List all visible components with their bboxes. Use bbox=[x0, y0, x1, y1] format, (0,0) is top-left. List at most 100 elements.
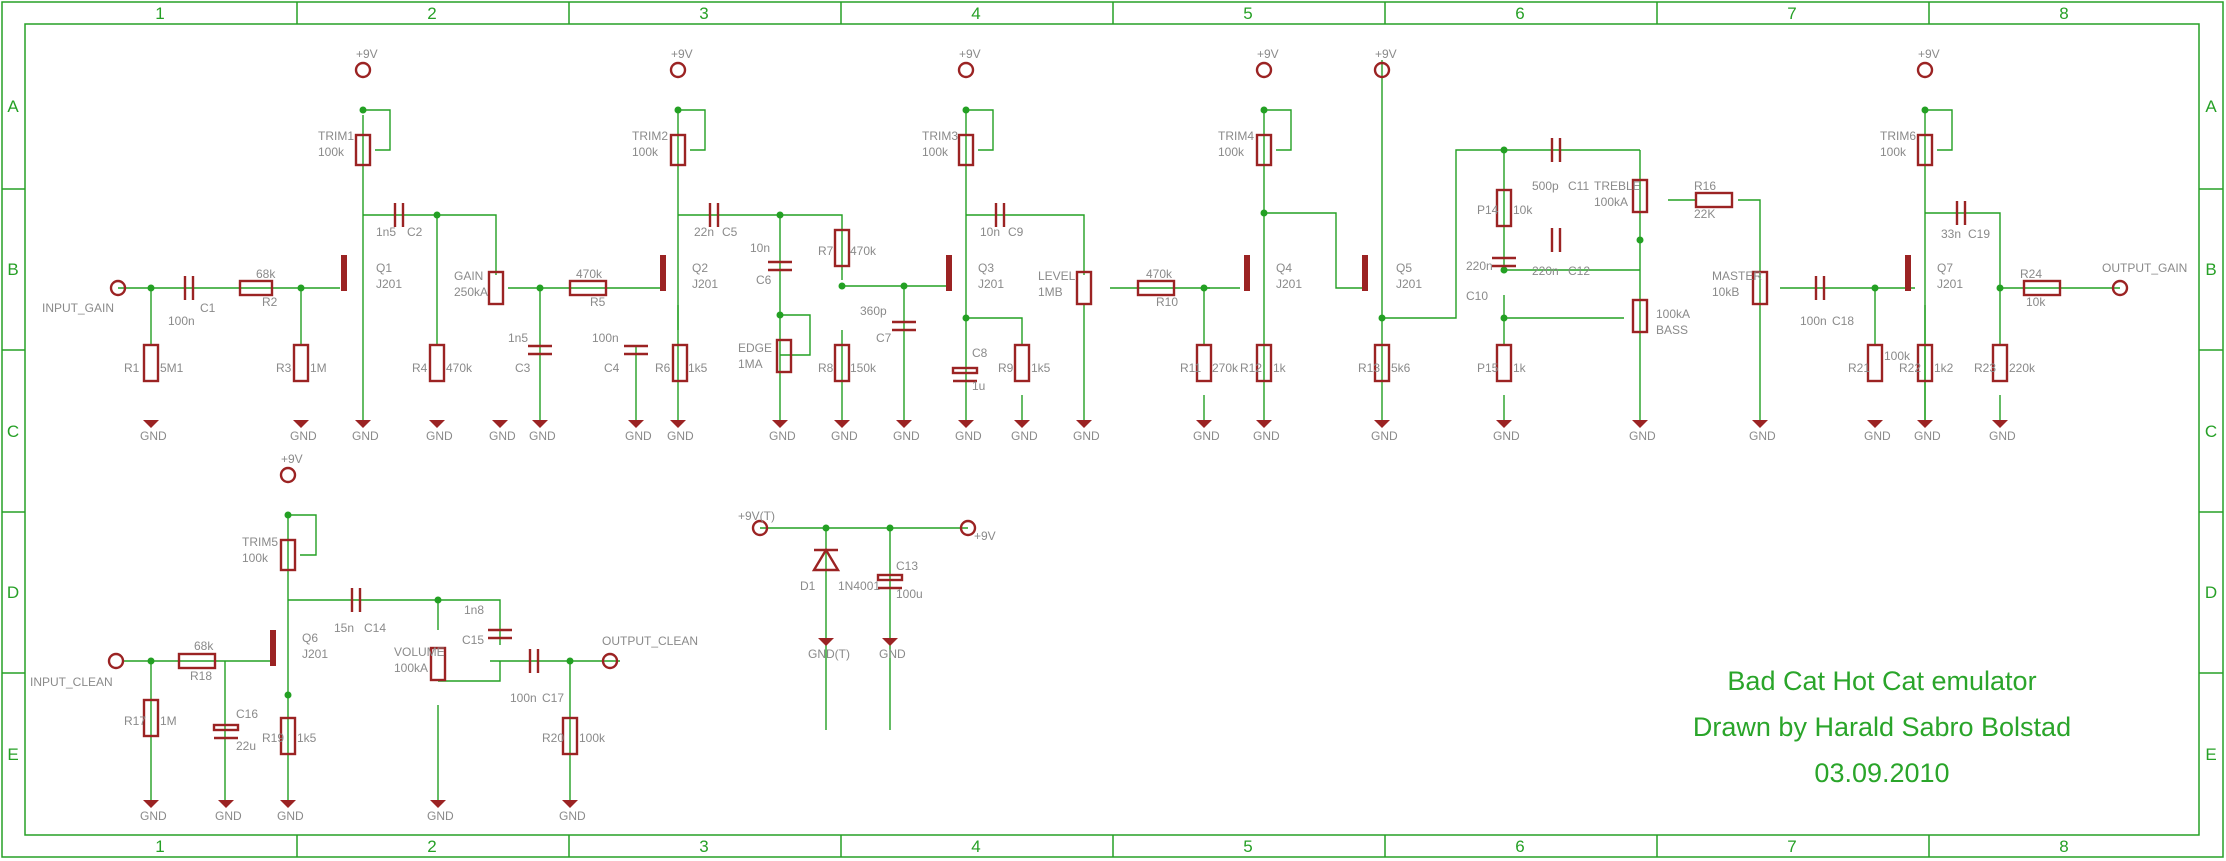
output-gain-label: OUTPUT_GAIN bbox=[2102, 261, 2187, 275]
c7-value: 360p bbox=[860, 304, 887, 318]
col-label: 1 bbox=[155, 837, 164, 856]
gnd-label: GND bbox=[277, 809, 304, 823]
r17-value: 1M bbox=[160, 714, 177, 728]
vcc-label: +9V bbox=[671, 47, 693, 61]
c1-value: 100n bbox=[168, 314, 195, 328]
row-label: C bbox=[2205, 422, 2217, 441]
q1-value: J201 bbox=[376, 277, 402, 291]
gnd-label: GND bbox=[769, 429, 796, 443]
r8-value: 150k bbox=[850, 361, 877, 375]
r22-label: R22 bbox=[1899, 361, 1921, 375]
r9-label: R9 bbox=[998, 361, 1014, 375]
col-label: 7 bbox=[1787, 4, 1796, 23]
c2-label: C2 bbox=[407, 225, 423, 239]
c1-label: C1 bbox=[200, 301, 216, 315]
c10-value: 220n bbox=[1466, 259, 1493, 273]
c13-label: C13 bbox=[896, 559, 918, 573]
q7-value: J201 bbox=[1937, 277, 1963, 291]
trim6-value: 100k bbox=[1880, 145, 1907, 159]
r6-value: 1k5 bbox=[688, 361, 708, 375]
gnd-label: GND bbox=[290, 429, 317, 443]
gnd-label: GND bbox=[426, 429, 453, 443]
trim5-label: TRIM5 bbox=[242, 535, 278, 549]
r20-label: R20 bbox=[542, 731, 564, 745]
col-label: 3 bbox=[699, 4, 708, 23]
p15-value: 1k bbox=[1513, 361, 1527, 375]
gnd-label: GND bbox=[1629, 429, 1656, 443]
trim4-label: TRIM4 bbox=[1218, 129, 1254, 143]
r21-label: R21 bbox=[1848, 361, 1870, 375]
r2-value: 68k bbox=[256, 267, 276, 281]
col-label: 2 bbox=[427, 837, 436, 856]
title-block: Bad Cat Hot Cat emulator Drawn by Harald… bbox=[1693, 666, 2071, 788]
r1-label: R1 bbox=[124, 361, 140, 375]
r19-value: 1k5 bbox=[297, 731, 317, 745]
grounds bbox=[143, 420, 2008, 808]
trim1-label: TRIM1 bbox=[318, 129, 354, 143]
c6-value: 10n bbox=[750, 241, 770, 255]
r6-label: R6 bbox=[655, 361, 671, 375]
c4-value: 100n bbox=[592, 331, 619, 345]
c4-label: C4 bbox=[604, 361, 620, 375]
c18-label: C18 bbox=[1832, 314, 1854, 328]
gnd-label: GND bbox=[559, 809, 586, 823]
bass-value: 100kA bbox=[1656, 307, 1690, 321]
gnd-label: GND bbox=[879, 647, 906, 661]
c11-value: 500p bbox=[1532, 179, 1559, 193]
c2-value: 1n5 bbox=[376, 225, 396, 239]
c18-value: 100n bbox=[1800, 314, 1827, 328]
trim3-value: 100k bbox=[922, 145, 949, 159]
q1-label: Q1 bbox=[376, 261, 392, 275]
vcc-label: +9V bbox=[974, 529, 996, 543]
col-label: 8 bbox=[2059, 837, 2068, 856]
col-label: 3 bbox=[699, 837, 708, 856]
gnd-label: GND bbox=[1989, 429, 2016, 443]
r22-value: 1k2 bbox=[1934, 361, 1954, 375]
components bbox=[107, 61, 2129, 756]
treble-value: 100kA bbox=[1594, 195, 1628, 209]
trim1-value: 100k bbox=[318, 145, 345, 159]
c3-label: C3 bbox=[515, 361, 531, 375]
row-label: C bbox=[7, 422, 19, 441]
r10-value: 470k bbox=[1146, 267, 1173, 281]
col-label: 5 bbox=[1243, 4, 1252, 23]
vcc-t-label: +9V(T) bbox=[738, 509, 775, 523]
gnd-label: GND bbox=[140, 429, 167, 443]
r5-value: 470k bbox=[576, 267, 603, 281]
gnd-label: GND bbox=[667, 429, 694, 443]
gnd-t-label: GND(T) bbox=[808, 647, 850, 661]
gnd-label: GND bbox=[427, 809, 454, 823]
r7-value: 470k bbox=[850, 244, 877, 258]
q3-label: Q3 bbox=[978, 261, 994, 275]
trim5-value: 100k bbox=[242, 551, 269, 565]
q7-label: Q7 bbox=[1937, 261, 1953, 275]
r21-value: 100k bbox=[1884, 349, 1911, 363]
r10-label: R10 bbox=[1156, 295, 1178, 309]
col-label: 1 bbox=[155, 4, 164, 23]
gnd-label: GND bbox=[1493, 429, 1520, 443]
q5-label: Q5 bbox=[1396, 261, 1412, 275]
labels: +9V +9V +9V +9V +9V +9V +9V +9V +9V(T) G… bbox=[30, 47, 2187, 823]
r1-value: 5M1 bbox=[160, 361, 184, 375]
r4-value: 470k bbox=[446, 361, 473, 375]
edge-label: EDGE bbox=[738, 341, 772, 355]
trim6-label: TRIM6 bbox=[1880, 129, 1916, 143]
r13-label: R13 bbox=[1358, 361, 1380, 375]
grid-labels: 1 2 3 4 5 6 7 8 1 2 3 4 5 6 7 8 A B C D … bbox=[7, 4, 2217, 856]
q2-label: Q2 bbox=[692, 261, 708, 275]
c19-value: 33n bbox=[1941, 227, 1961, 241]
title-line-1: Bad Cat Hot Cat emulator bbox=[1727, 666, 2036, 696]
vcc-label: +9V bbox=[1918, 47, 1940, 61]
r12-value: 1k bbox=[1273, 361, 1287, 375]
c17-label: C17 bbox=[542, 691, 564, 705]
c14-value: 15n bbox=[334, 621, 354, 635]
c3-value: 1n5 bbox=[508, 331, 528, 345]
gain-label: GAIN bbox=[454, 269, 483, 283]
row-label: A bbox=[7, 97, 19, 116]
c9-label: C9 bbox=[1008, 225, 1024, 239]
r3-value: 1M bbox=[310, 361, 327, 375]
title-line-2: Drawn by Harald Sabro Bolstad bbox=[1693, 712, 2071, 742]
p14-label: P14 bbox=[1477, 203, 1499, 217]
gain-value: 250kA bbox=[454, 285, 488, 299]
c15-label: C15 bbox=[462, 633, 484, 647]
